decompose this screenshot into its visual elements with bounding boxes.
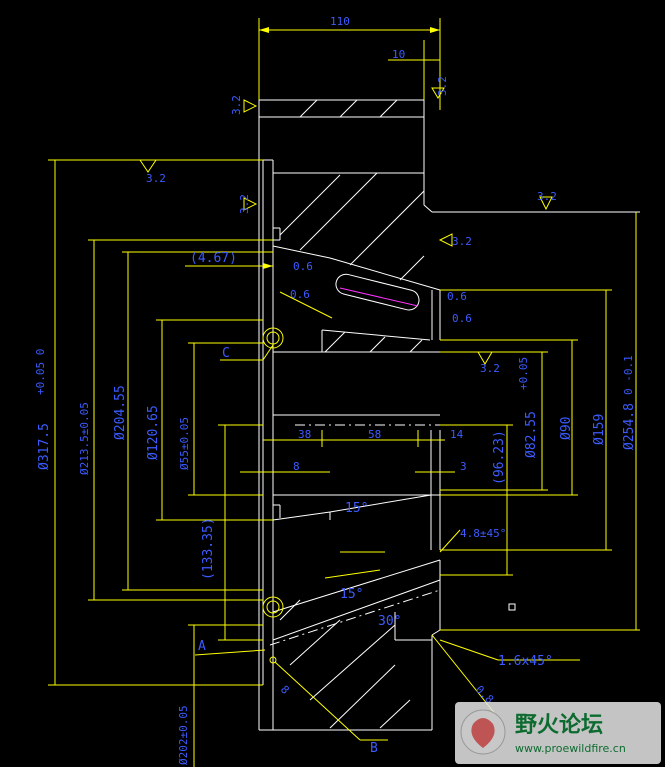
svg-text:1.6x45°: 1.6x45° [498, 654, 553, 669]
svg-text:0.6: 0.6 [293, 260, 313, 273]
svg-text:0.6: 0.6 [447, 290, 467, 303]
svg-text:8: 8 [293, 460, 300, 473]
dim-110-text: 110 [330, 15, 350, 28]
watermark-logo-icon: 野火论坛 www.proewildfire.cn [460, 709, 626, 755]
roughness-symbols: 3.2 3.2 3.2 3.2 3.2 3.2 3.2 [139, 76, 557, 375]
svg-text:3: 3 [460, 460, 467, 473]
dim-10-text: 10 [392, 48, 405, 61]
part-outline [258, 99, 640, 731]
svg-text:3.2: 3.2 [436, 76, 449, 96]
svg-text:8: 8 [278, 683, 292, 697]
svg-text:+0.05 0: +0.05 0 [34, 349, 47, 395]
svg-text:0 -0.1: 0 -0.1 [622, 355, 635, 395]
svg-text:15°: 15° [340, 587, 363, 602]
right-dimensions: Ø254.8 0 -0.1 Ø159 Ø90 Ø82.55 +0.05 (96.… [431, 212, 640, 721]
svg-text:30°: 30° [378, 614, 401, 629]
svg-text:Ø317.5: Ø317.5 [37, 423, 52, 470]
svg-text:3.2: 3.2 [146, 172, 166, 185]
svg-text:C: C [222, 346, 230, 361]
svg-text:(4.67): (4.67) [190, 251, 237, 266]
svg-text:58: 58 [368, 428, 381, 441]
svg-text:Ø55±0.05: Ø55±0.05 [178, 417, 191, 470]
svg-text:4.8±45°: 4.8±45° [460, 527, 506, 540]
watermark: 野火论坛 www.proewildfire.cn [455, 702, 661, 764]
svg-text:Ø213.5±0.05: Ø213.5±0.05 [78, 402, 91, 475]
section-hatching [279, 99, 425, 729]
svg-text:3.2: 3.2 [452, 235, 472, 248]
svg-text:(96.23): (96.23) [492, 430, 507, 485]
svg-text:0.6: 0.6 [290, 288, 310, 301]
svg-text:Ø204.55: Ø204.55 [113, 385, 128, 440]
svg-text:(133.35): (133.35) [201, 517, 216, 580]
svg-text:3.2: 3.2 [238, 194, 251, 214]
watermark-title: 野火论坛 [515, 712, 603, 738]
watermark-url: www.proewildfire.cn [515, 742, 626, 755]
svg-text:Ø202±0.05: Ø202±0.05 [177, 705, 190, 765]
svg-text:38: 38 [298, 428, 311, 441]
dim-10: 10 [388, 40, 440, 100]
svg-text:B: B [370, 741, 378, 756]
svg-text:3.2: 3.2 [537, 190, 557, 203]
svg-text:3.2: 3.2 [230, 95, 243, 115]
svg-text:Ø254.8: Ø254.8 [622, 403, 637, 450]
svg-text:Ø120.65: Ø120.65 [146, 405, 161, 460]
svg-text:A: A [198, 639, 206, 654]
svg-text:14: 14 [450, 428, 464, 441]
left-dimensions: Ø317.5 +0.05 0 Ø213.5±0.05 Ø204.55 Ø120.… [34, 159, 273, 767]
svg-text:15°: 15° [345, 501, 368, 516]
svg-text:Ø90: Ø90 [559, 417, 574, 440]
dim-110: 110 [258, 15, 441, 110]
mid-dimensions: (4.67) 0.6 0.6 0.6 0.6 C 38 58 14 8 3 15… [185, 251, 506, 756]
svg-text:Ø159: Ø159 [592, 414, 607, 445]
svg-text:Ø82.55: Ø82.55 [524, 411, 539, 458]
svg-text:0.6: 0.6 [452, 312, 472, 325]
svg-text:+0.05: +0.05 [517, 357, 530, 390]
svg-text:3.2: 3.2 [480, 362, 500, 375]
